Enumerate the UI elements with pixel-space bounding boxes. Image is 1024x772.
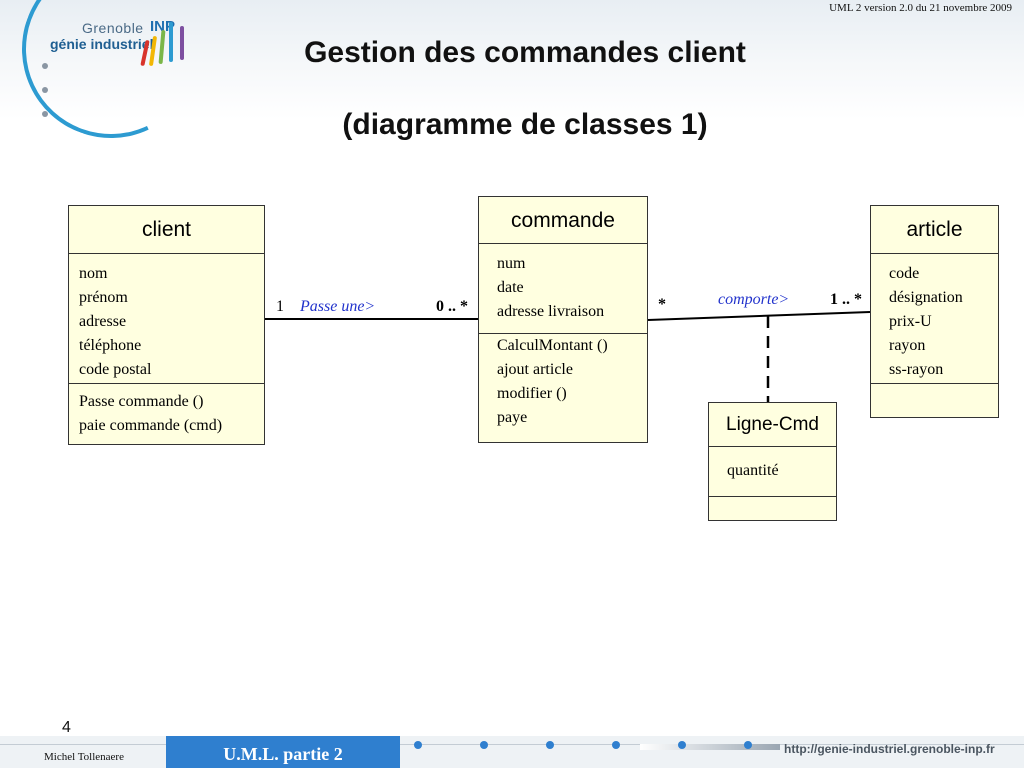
association-line-comporte [647,311,871,321]
attribute: adresse livraison [497,303,605,320]
multiplicity-commande-side: 0 .. * [436,298,468,315]
version-note: UML 2 version 2.0 du 21 novembre 2009 [829,2,1012,14]
footer-dot [480,741,488,749]
operation: ajout article [497,361,573,378]
class-ligne-cmd[interactable]: Ligne-Cmd quantité [708,402,837,521]
class-attributes: num date adresse livraison [479,244,647,334]
multiplicity-article-side: 1 .. * [830,291,862,308]
operation: Passe commande () [79,393,204,410]
association-name-passe-une: Passe une> [300,298,376,315]
class-operations: CalculMontant () ajout article modifier … [479,334,647,430]
class-attributes: quantité [709,447,836,497]
footer-dot [612,741,620,749]
class-attributes: code désignation prix-U rayon ss-rayon [871,254,998,384]
footer-url-link[interactable]: http://genie-industriel.grenoble-inp.fr [784,742,995,756]
attribute: code postal [79,361,152,378]
attribute: date [497,279,524,296]
association-name-comporte: comporte> [718,291,790,308]
footer-dot [678,741,686,749]
footer-course-tab[interactable]: U.M.L. partie 2 [166,736,400,768]
attribute: prénom [79,289,128,306]
operation: paye [497,409,528,426]
class-operations: Passe commande () paie commande (cmd) [69,384,264,438]
multiplicity-client-side: 1 [276,298,284,315]
logo-grenoble-text: Grenoble [82,20,144,36]
attribute: ss-rayon [889,361,944,378]
bullet-dot [42,87,48,93]
class-name: Ligne-Cmd [709,403,836,447]
footer-line [0,744,1024,745]
logo-inp-text: INP [150,18,176,35]
logo-bar-purple [180,26,184,60]
attribute: adresse [79,313,127,330]
class-name: client [69,206,264,254]
footer-author: Michel Tollenaere [44,751,124,763]
footer-dot [414,741,422,749]
multiplicity-commande-comporte: * [658,296,666,313]
footer-dot [546,741,554,749]
attribute: num [497,255,526,272]
attribute: nom [79,265,108,282]
operation: modifier () [497,385,567,402]
operation: CalculMontant () [497,337,608,354]
slide-title: Gestion des commandes client [304,36,746,69]
class-attributes: nom prénom adresse téléphone code postal [69,254,264,384]
page-number: 4 [62,719,71,736]
bullet-dot [42,111,48,117]
slide-subtitle: (diagramme de classes 1) [342,108,708,141]
attribute: prix-U [889,313,932,330]
attribute: désignation [889,289,963,306]
operation: paie commande (cmd) [79,417,223,434]
class-name: commande [479,197,647,244]
class-commande[interactable]: commande num date adresse livraison Calc… [478,196,648,443]
logo-bar-blue [169,22,173,62]
bullet-dot [42,63,48,69]
class-client[interactable]: client nom prénom adresse téléphone code… [68,205,265,445]
attribute: rayon [889,337,926,354]
footer-dot [744,741,752,749]
class-article[interactable]: article code désignation prix-U rayon ss… [870,205,999,418]
logo-genie-industriel-text: génie industriel [50,36,154,52]
class-name: article [871,206,998,254]
attribute: code [889,265,920,282]
attribute: téléphone [79,337,142,354]
footer-fade [640,744,780,750]
attribute: quantité [727,462,779,479]
